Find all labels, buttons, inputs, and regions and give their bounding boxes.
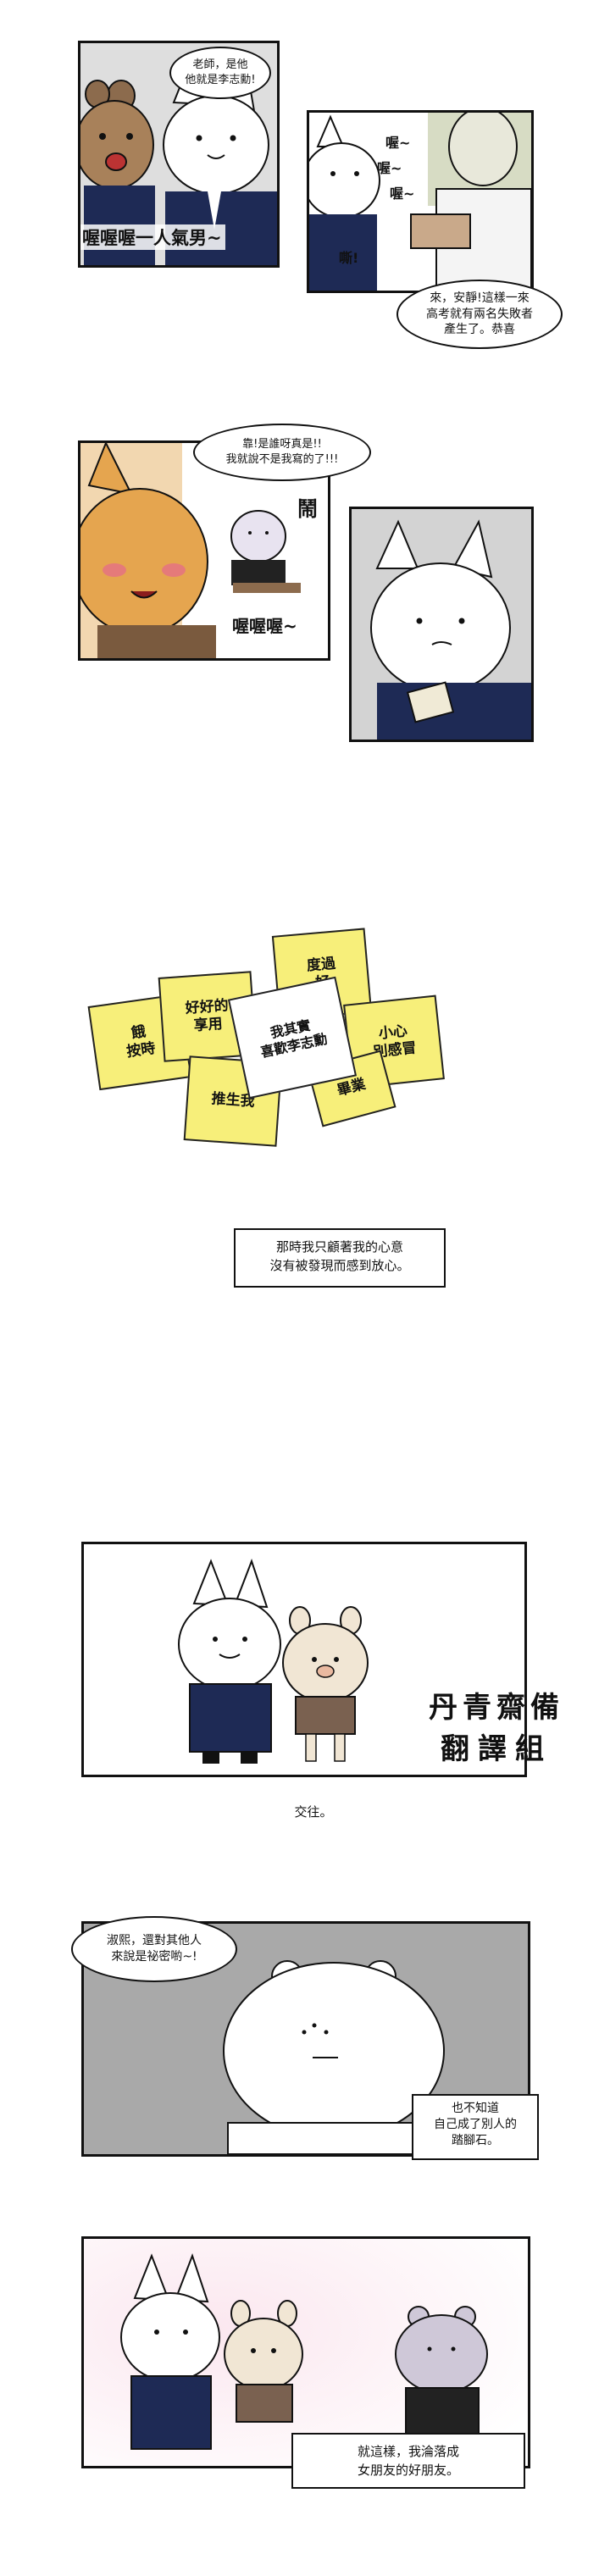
narration-text: 交往。 xyxy=(294,1804,333,1820)
narration-caption: 也不知道 自己成了別人的 踏腳石。 xyxy=(412,2094,539,2160)
sticky-notes-group: 餓 按時 好好的 享用 度過 好 小心 別感冒 推生我 畢業 我其實 喜歡李志勳 xyxy=(87,898,466,1152)
sound-effect-text: 鬧 xyxy=(297,497,318,521)
rabbit-girl-character xyxy=(224,2300,303,2423)
speech-bubble: 淑熙，還對其他人 來說是祕密喲~! xyxy=(71,1916,237,1982)
speech-bubble: 老師，是他 他就是李志勳! xyxy=(169,47,271,99)
panel-3-art xyxy=(80,443,328,658)
panel-3: 鬧 喔喔喔~ xyxy=(78,440,330,661)
gray-bear-character xyxy=(395,2306,488,2440)
white-cat-character xyxy=(178,1559,281,1764)
teacher-character xyxy=(410,113,531,291)
panel-1: 老師，是他 他就是李志勳! 喔喔喔一人氣男~ xyxy=(78,41,280,268)
small-character xyxy=(230,510,301,593)
watermark-line: 丹青齋備 xyxy=(429,1691,564,1725)
translation-group-watermark: 丹青齋備 翻譯組 xyxy=(395,1684,598,1767)
speech-bubble: 來，安靜!這樣一來 高考就有兩名失敗者 產生了。恭喜 xyxy=(396,280,563,349)
speech-bubble: 靠!是誰呀真是!! 我就說不是我寫的了!!! xyxy=(193,424,371,481)
panel-2: 喔~ 喔~ 喔~ 嘶! xyxy=(307,110,534,293)
panel-4-art xyxy=(352,509,531,740)
panel-5-art xyxy=(84,1544,524,1775)
panel-2-art xyxy=(309,113,531,291)
panel-7-art xyxy=(84,2239,528,2466)
sound-effect-text: 喔~ xyxy=(390,186,415,202)
white-bear-character xyxy=(223,1960,445,2154)
sound-effect-text: 喔喔喔~ xyxy=(230,612,300,637)
panel-4 xyxy=(349,507,534,742)
white-cat-character xyxy=(120,2253,220,2450)
sound-effect-text: 喔~ xyxy=(385,135,411,151)
narration-caption: 那時我只顧著我的心意 沒有被發現而感到放心。 xyxy=(234,1228,446,1288)
narration-caption: 就這樣，我淪落成 女朋友的好朋友。 xyxy=(291,2433,525,2489)
sound-effect-text: 嘶! xyxy=(339,250,359,266)
panel-7 xyxy=(81,2236,530,2468)
white-cat-character xyxy=(309,114,380,291)
white-cat-character xyxy=(370,519,531,740)
rabbit-girl-character xyxy=(282,1606,369,1762)
sound-effect-text: 喔~ xyxy=(377,160,402,176)
panel-5 xyxy=(81,1542,527,1777)
orange-cat-character xyxy=(80,443,216,658)
sound-effect-text: 喔喔喔一人氣男~ xyxy=(80,224,225,250)
watermark-line: 翻譯組 xyxy=(441,1732,552,1766)
bear-character xyxy=(80,80,155,265)
